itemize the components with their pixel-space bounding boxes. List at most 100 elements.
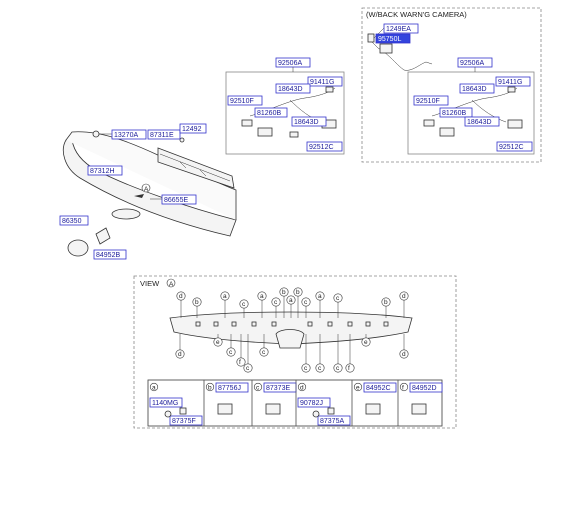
label-18643D-right1-box[interactable] [459,83,495,94]
view-marker-bottom-3-circle [236,357,246,367]
view-marker-bottom-11-circle [399,349,409,359]
view-marker-bottom-6: c [304,365,308,372]
label-87312H-box[interactable] [87,165,123,176]
label-92512C-left[interactable]: 92512C [309,144,334,151]
view-marker-top-10-circle [315,291,325,301]
legend-label-84952D[interactable]: 84952D [412,385,437,392]
legend-label-87756J-box[interactable] [215,382,249,393]
label-91411G-right[interactable]: 91411G [498,79,522,86]
label-13270A[interactable]: 13270A [114,132,138,139]
legend-letter-f: f [402,385,404,392]
legend-letter-d: d [300,385,304,392]
view-marker-top-0-circle [176,291,186,301]
label-1249EA-box[interactable] [383,23,419,34]
label-92512C-left-box[interactable] [306,141,343,152]
camera-bolt [367,33,375,43]
legend-label-87375F-box[interactable] [169,415,203,426]
view-marker-top-3-circle [239,299,249,309]
label-92506A[interactable]: 92506A [278,60,302,67]
view-marker-top-6: b [282,289,286,296]
label-95750L[interactable]: 95750L [378,36,401,43]
legend-label-87756J[interactable]: 87756J [218,385,241,392]
clip-hole [195,321,201,327]
label-18643D-left2[interactable]: 18643D [294,119,319,126]
legend-label-87375A[interactable]: 87375A [320,418,344,425]
legend-label-87375A-box[interactable] [317,415,351,426]
label-92512C-right[interactable]: 92512C [499,144,524,151]
view-marker-bottom-10: e [364,339,368,346]
view-marker-bottom-9: f [348,365,350,372]
view-marker-bottom-5: c [262,349,266,356]
legend-part-d-bolt [312,410,320,418]
label-18643D-right2[interactable]: 18643D [467,119,492,126]
label-87311E-box[interactable] [147,129,181,140]
label-84952B[interactable]: 84952B [96,252,120,259]
label-92510F-left-box[interactable] [227,95,263,106]
label-18643D-left2-box[interactable] [291,116,327,127]
legend-label-90782J-box[interactable] [297,397,331,408]
label-92510F-right[interactable]: 92510F [416,98,440,105]
label-95750L-box[interactable] [375,33,411,44]
view-marker-bottom-3: f [239,359,241,366]
label-91411G-right-box[interactable] [495,76,531,87]
label-86655E[interactable]: 86655E [164,197,188,204]
label-87311E[interactable]: 87311E [150,132,174,139]
view-marker-top-13-circle [399,291,409,301]
label-13270A-box[interactable] [111,129,147,140]
lamp-socket-right-2 [507,119,523,129]
label-18643D-left1[interactable]: 18643D [278,86,303,93]
legend-letter-a: a [152,385,156,392]
label-86655E-box[interactable] [161,194,197,205]
label-92512C-right-box[interactable] [496,141,533,152]
label-92510F-left[interactable]: 92510F [230,98,254,105]
legend-label-87373E[interactable]: 87373E [266,385,290,392]
label-92510F-right-box[interactable] [413,95,449,106]
legend-label-84952C[interactable]: 84952C [366,385,391,392]
view-marker-top-1-circle [192,297,202,307]
legend-cell-f [397,379,443,427]
label-12492[interactable]: 12492 [182,126,202,133]
label-18643D-right1[interactable]: 18643D [462,86,487,93]
clip-holes [195,321,389,327]
grommet-left [241,119,253,127]
label-18643D-right2-box[interactable] [464,116,500,127]
label-86350-box[interactable] [59,215,89,226]
label-81260B-left[interactable]: 81260B [257,110,281,117]
view-marker-top-2-circle [220,291,230,301]
legend-letter-e: e [356,385,360,392]
view-marker-top-3: c [242,301,246,308]
label-87312H[interactable]: 87312H [90,168,115,175]
callout-A: A [144,186,149,193]
label-91411G-left-box[interactable] [307,76,343,87]
legend-label-90782J[interactable]: 90782J [300,400,323,407]
view-A-frame [133,275,457,429]
view-marker-top-0: d [179,293,183,300]
label-81260B-right[interactable]: 81260B [442,110,466,117]
label-12492-box[interactable] [179,123,207,134]
label-81260B-right-box[interactable] [439,107,473,118]
legend-label-1140MG-box[interactable] [149,397,183,408]
label-92506A-cam[interactable]: 92506A [460,60,484,67]
legend-label-84952D-box[interactable] [409,382,443,393]
emblem-recess [111,208,141,220]
view-marker-top-12-circle [381,297,391,307]
legend-label-1140MG[interactable]: 1140MG [152,400,178,407]
legend-label-84952C-box[interactable] [363,382,397,393]
legend-label-87375F[interactable]: 87375F [172,418,196,425]
legend-part-c [265,403,281,415]
legend-part-a-clip [179,407,187,415]
view-marker-bottom-2-circle [226,347,236,357]
camera-variant-frame [361,7,542,163]
view-marker-top-13: d [402,293,406,300]
label-84952B-box[interactable] [93,249,127,260]
label-1249EA[interactable]: 1249EA [386,26,411,33]
view-marker-bottom-1-circle [213,337,223,347]
label-18643D-left1-box[interactable] [275,83,311,94]
view-marker-top-5-circle [271,297,281,307]
label-81260B-left-box[interactable] [254,107,288,118]
label-86350[interactable]: 86350 [62,218,82,225]
label-91411G-left[interactable]: 91411G [310,79,334,86]
view-marker-top-7: b [296,289,300,296]
screw-12492 [179,137,185,143]
